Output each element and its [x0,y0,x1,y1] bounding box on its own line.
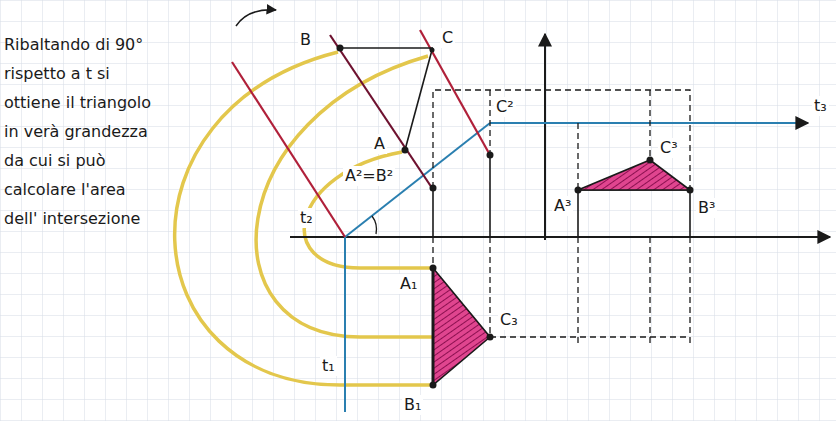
point-label: C₃ [498,310,520,330]
dashed-projections [433,90,690,345]
trace-label: t₂ [298,208,315,228]
side-view-triangle [578,160,690,190]
rotation-arcs [175,52,490,385]
point-label: C [440,28,455,48]
plane-traces [345,123,808,412]
triangle-edge [432,268,435,385]
axes [290,34,830,240]
angle-mark [372,216,377,234]
annotation-note: Ribaltando di 90° rispetto a t si ottien… [4,30,162,233]
trace-label: t₁ [320,356,337,376]
point-label: B³ [696,198,717,218]
trace-label: t₃ [812,96,829,116]
inclined-edges [232,30,490,237]
point-label: C² [494,97,516,117]
point-label: A [372,134,387,154]
construction-lines [340,48,690,237]
points [337,45,694,389]
rotation-arrow [236,10,276,26]
true-size-triangle [433,268,490,385]
point-label: C³ [658,138,680,158]
point-label: B₁ [402,395,423,415]
point-label: A³ [552,196,573,216]
point-label: B [298,30,313,50]
point-label: A₁ [398,274,419,294]
point-label: A²=B² [343,166,395,186]
